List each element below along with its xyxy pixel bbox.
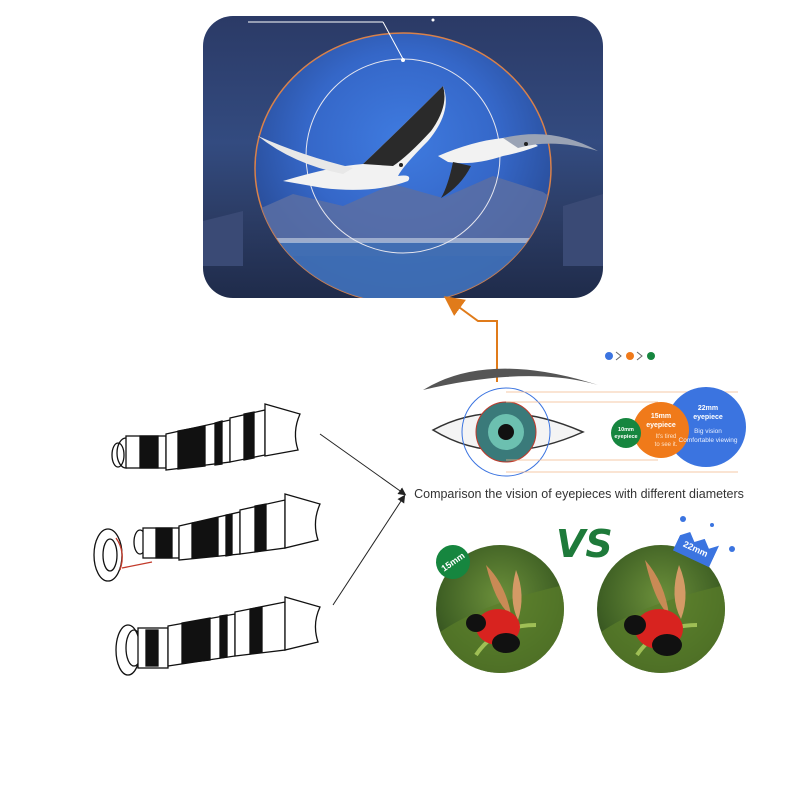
eyepiece-10-name: eyepiece xyxy=(614,434,637,440)
vs-label: VS xyxy=(556,522,613,566)
eyepiece-22-note-1: Big vision xyxy=(694,428,722,435)
telescope-view-panel xyxy=(203,16,603,298)
eyepiece-15-size: 15mm xyxy=(651,413,671,420)
telescope-icon xyxy=(111,403,301,471)
eyepiece-22-size: 22mm xyxy=(698,405,718,412)
bird-icon xyxy=(436,565,564,673)
bird-view-22mm xyxy=(597,545,725,673)
bird-icon xyxy=(597,560,725,673)
eyepiece-15-name: eyepiece xyxy=(646,422,676,429)
seagull-icon xyxy=(438,134,598,198)
seagull-scene xyxy=(203,18,603,298)
eyepiece-15-note-2: to see it. xyxy=(655,442,678,448)
arrow-icon xyxy=(319,433,407,496)
arrow-icon xyxy=(332,494,406,606)
eyepiece-10-size: 10mm xyxy=(618,427,634,433)
seagull-icon xyxy=(258,86,446,190)
eye-comparison: 10mm eyepiece 15mm eyepiece It's tired t… xyxy=(408,340,788,480)
eyepiece-22-name: eyepiece xyxy=(693,414,723,421)
eyepiece-15-note-1: It's tired xyxy=(656,434,677,440)
comparison-caption: Comparison the vision of eyepieces with … xyxy=(414,487,744,501)
eyepiece-22-note-2: Comfortable viewing xyxy=(679,437,738,444)
telescope-icon xyxy=(93,493,321,582)
eye-icon: 10mm eyepiece 15mm eyepiece It's tired t… xyxy=(423,351,746,477)
telescope-icon xyxy=(115,596,321,676)
